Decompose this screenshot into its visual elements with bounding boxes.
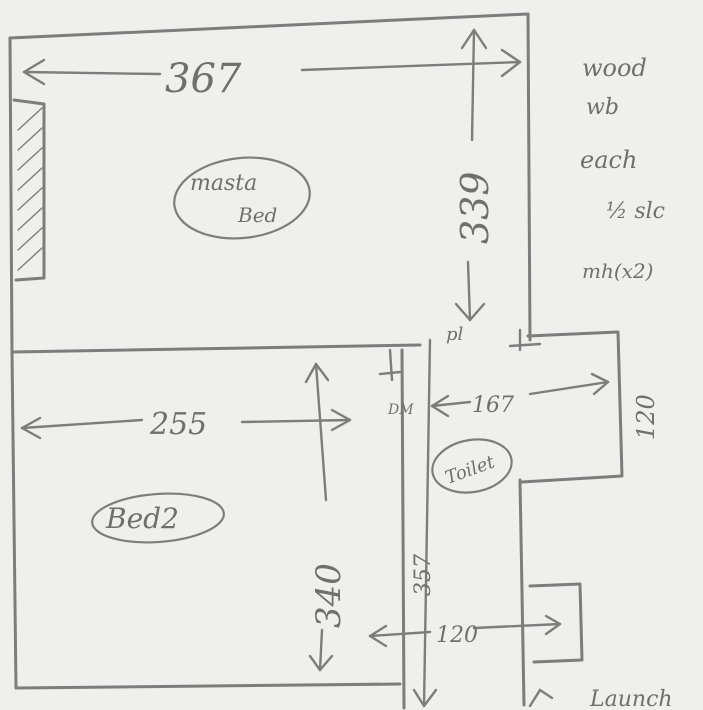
dimension-arrows: [20, 28, 610, 708]
corridor-length-label: 357: [411, 554, 436, 596]
bed2-room-label: Bed2: [105, 502, 179, 535]
corridor-width-label: 120: [436, 623, 478, 648]
note-line-3: each: [580, 146, 637, 174]
plan-mark: pl: [446, 324, 464, 345]
note-line-2: wb: [586, 95, 619, 120]
room-label-ovals: [91, 156, 513, 544]
bed2-width-label: 255: [149, 407, 207, 442]
master-room-label-1: masta: [190, 171, 257, 196]
note-line-4: ½ slc: [606, 199, 665, 224]
note-line-5: mh(x2): [582, 259, 653, 283]
bed2-depth-label: 340: [309, 563, 349, 628]
master-depth-label: 339: [453, 171, 497, 244]
note-line-1: wood: [582, 54, 647, 82]
note-bottom: Launch: [589, 687, 673, 710]
toilet-depth-label: 120: [632, 394, 660, 440]
toilet-width-label: 167: [472, 393, 514, 418]
window-hatch: [17, 107, 43, 271]
dim-mark: DM: [387, 402, 414, 418]
walls: [8, 12, 624, 710]
toilet-room-label: Toilet: [443, 451, 499, 488]
master-room-label-2: Bed: [237, 203, 277, 227]
master-width-label: 367: [165, 56, 242, 102]
